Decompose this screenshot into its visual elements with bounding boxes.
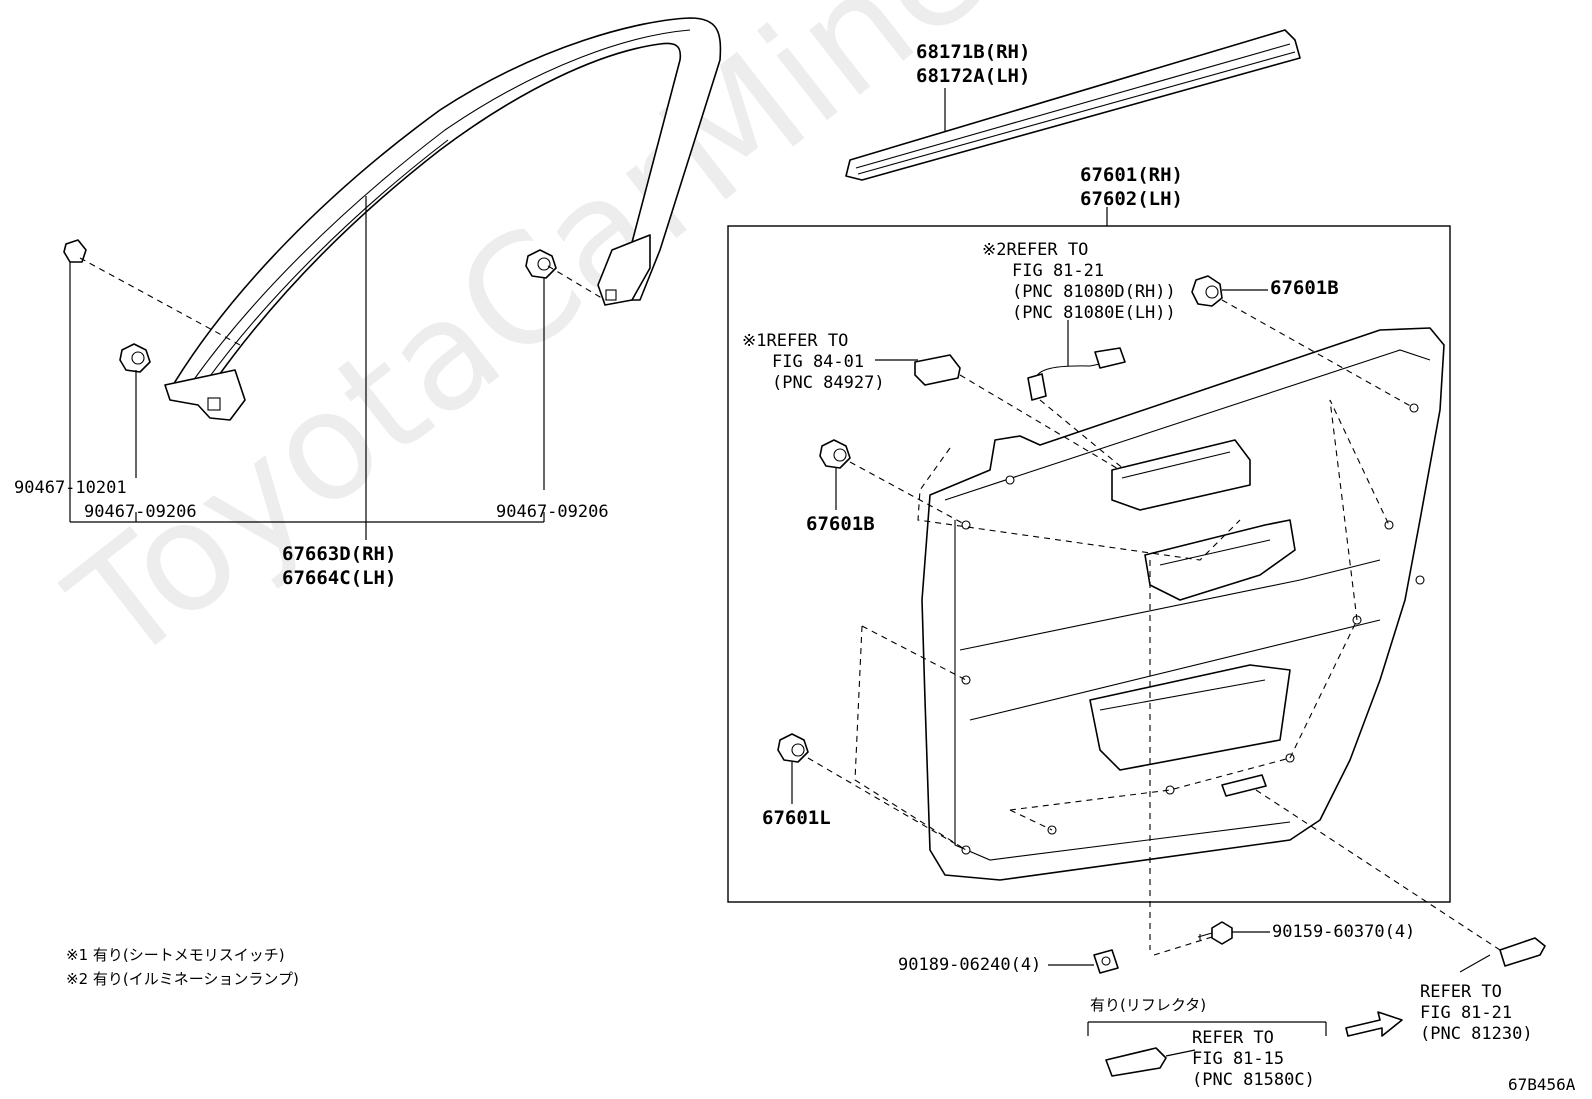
reflector-ref-line1: REFER TO xyxy=(1192,1028,1274,1048)
panel-frame xyxy=(727,225,1451,903)
label-weatherstrip-lh: 68172A(LH) xyxy=(916,65,1031,87)
seat-memory-switch xyxy=(914,354,961,386)
reflector-ref-line2: FIG 81-15 xyxy=(1192,1049,1285,1069)
note2-line3: (PNC 81080D(RH)) xyxy=(1012,282,1176,302)
reflector-bracket xyxy=(1087,1021,1327,1077)
footnote-1: ※1 有り(シートメモリスイッチ) xyxy=(66,946,285,964)
clip-67601l-shape xyxy=(777,733,809,763)
note1-line3: (PNC 84927) xyxy=(772,373,885,393)
label-panel-rh: 67601(RH) xyxy=(1080,164,1183,186)
reflector-heading: 有り(リフレクタ) xyxy=(1090,996,1207,1014)
label-clip-67601l: 67601L xyxy=(762,807,831,829)
label-weatherstrip-rh: 68171B(RH) xyxy=(916,41,1031,63)
illumination-lamp xyxy=(1027,347,1126,401)
label-clip-67601b-mid: 67601B xyxy=(806,513,875,535)
label-frame-lh: 67664C(LH) xyxy=(282,567,397,589)
label-clip-90467-09206-right: 90467-09206 xyxy=(496,502,609,522)
label-screw-90159: 90159-60370(4) xyxy=(1272,922,1416,942)
reflector-ref-line3: (PNC 81580C) xyxy=(1192,1070,1315,1090)
label-panel-lh: 67602(LH) xyxy=(1080,188,1183,210)
door-frame-garnish xyxy=(164,17,722,421)
label-nut-90189: 90189-06240(4) xyxy=(898,955,1042,975)
courtesy-lamp xyxy=(1459,937,1546,973)
note2-line4: (PNC 81080E(LH)) xyxy=(1012,303,1176,323)
arrow-icon xyxy=(1345,1011,1403,1037)
clip-67601b-top-shape xyxy=(1191,275,1223,307)
lamp-ref-line1: REFER TO xyxy=(1420,982,1502,1002)
figure-id: 67B456A xyxy=(1508,1075,1576,1094)
footnote-2: ※2 有り(イルミネーションランプ) xyxy=(66,970,299,988)
label-clip-90467-10201: 90467-10201 xyxy=(14,478,127,498)
note2-line2: FIG 81-21 xyxy=(1012,261,1105,281)
note1-line2: FIG 84-01 xyxy=(772,352,865,372)
clip-90467-09206-right-shape xyxy=(525,249,557,279)
label-clip-90467-09206-left: 90467-09206 xyxy=(84,502,197,522)
lamp-ref-line2: FIG 81-21 xyxy=(1420,1003,1513,1023)
label-frame-rh: 67663D(RH) xyxy=(282,543,397,565)
note1-line1: ※1REFER TO xyxy=(742,331,849,351)
clip-90467-09206-left-shape xyxy=(119,343,151,373)
door-weatherstrip xyxy=(845,29,1301,181)
note2-line1: ※2REFER TO xyxy=(982,240,1089,260)
screw-90159-shape xyxy=(1197,921,1233,945)
nut-90189-shape xyxy=(1093,949,1119,974)
lamp-ref-line3: (PNC 81230) xyxy=(1420,1024,1533,1044)
door-trim-panel xyxy=(921,327,1445,881)
label-clip-67601b-top: 67601B xyxy=(1270,277,1339,299)
clip-67601b-mid-shape xyxy=(819,439,851,469)
clip-90467-10201-shape xyxy=(63,239,87,263)
